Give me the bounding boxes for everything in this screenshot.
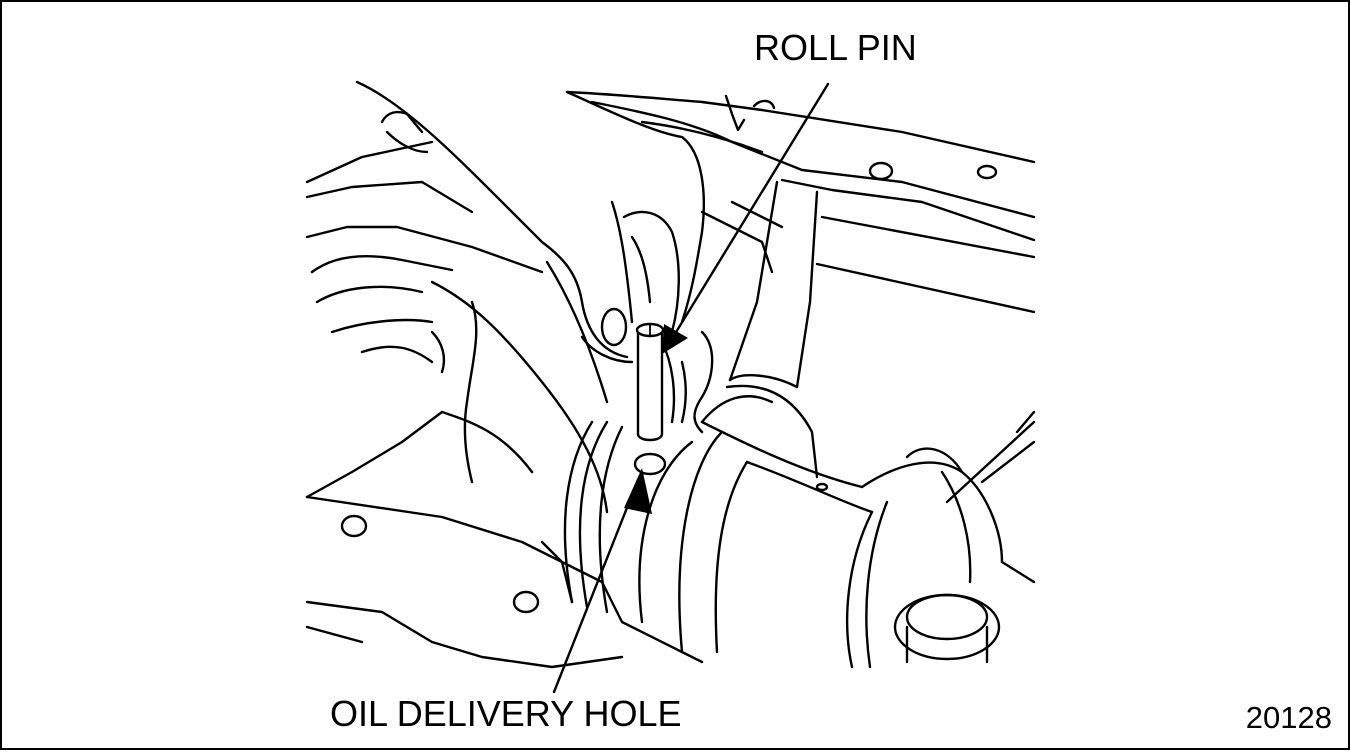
left-casting — [305, 110, 544, 499]
block-deck — [565, 90, 1036, 314]
leader-oil-hole — [552, 468, 652, 694]
roll-pin-label: ROLL PIN — [754, 27, 917, 68]
figure-number: 20128 — [1245, 700, 1332, 735]
hand — [355, 80, 714, 434]
lower-rail — [305, 514, 1001, 669]
oil-delivery-hole-label: OIL DELIVERY HOLE — [330, 693, 682, 734]
leader-roll-pin — [662, 82, 830, 354]
crankshaft — [305, 260, 1036, 669]
connecting-rod — [700, 180, 819, 479]
roll-pin — [635, 322, 665, 442]
oil-delivery-hole — [633, 452, 667, 476]
